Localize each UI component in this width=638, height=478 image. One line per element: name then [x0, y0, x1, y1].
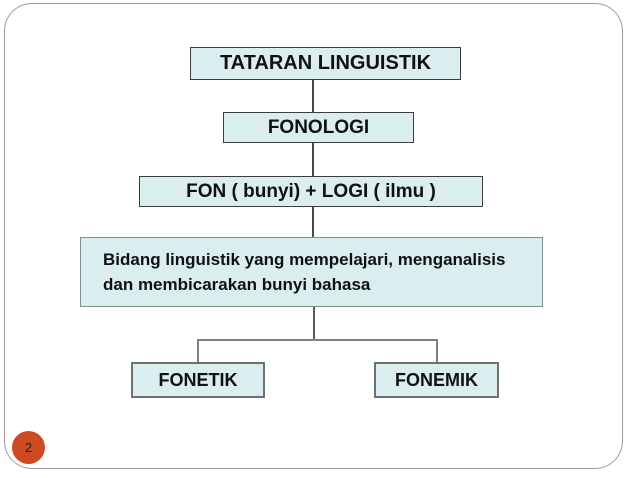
flowchart-node-fon-logi: FON ( bunyi) + LOGI ( ilmu )	[139, 176, 483, 207]
node-label: Bidang linguistik yang mempelajari, meng…	[103, 250, 506, 294]
flowchart-node-fonologi: FONOLOGI	[223, 112, 414, 143]
flowchart-node-definition: Bidang linguistik yang mempelajari, meng…	[80, 237, 543, 307]
slide-border-frame	[4, 3, 623, 469]
connector-fonlogi-to-definition	[312, 207, 314, 237]
node-label: FONOLOGI	[267, 116, 370, 138]
flowchart-node-fonetik: FONETIK	[131, 362, 265, 398]
slide-number: 2	[24, 440, 33, 455]
connector-fonologi-to-fonlogi	[312, 143, 314, 176]
node-label: FON ( bunyi) + LOGI ( ilmu )	[186, 180, 436, 202]
branch-right-drop-line	[436, 339, 438, 362]
connector-definition-to-branch	[313, 307, 315, 340]
node-label: FONETIK	[158, 369, 238, 390]
node-label: TATARAN LINGUISTIK	[219, 52, 432, 74]
connector-tataran-to-fonologi	[312, 80, 314, 112]
node-label: FONEMIK	[395, 369, 478, 390]
flowchart-node-tataran-linguistik: TATARAN LINGUISTIK	[190, 47, 461, 80]
branch-horizontal-line	[197, 339, 438, 341]
slide-number-badge: 2	[12, 431, 45, 464]
flowchart-node-fonemik: FONEMIK	[374, 362, 499, 398]
branch-left-drop-line	[197, 339, 199, 362]
